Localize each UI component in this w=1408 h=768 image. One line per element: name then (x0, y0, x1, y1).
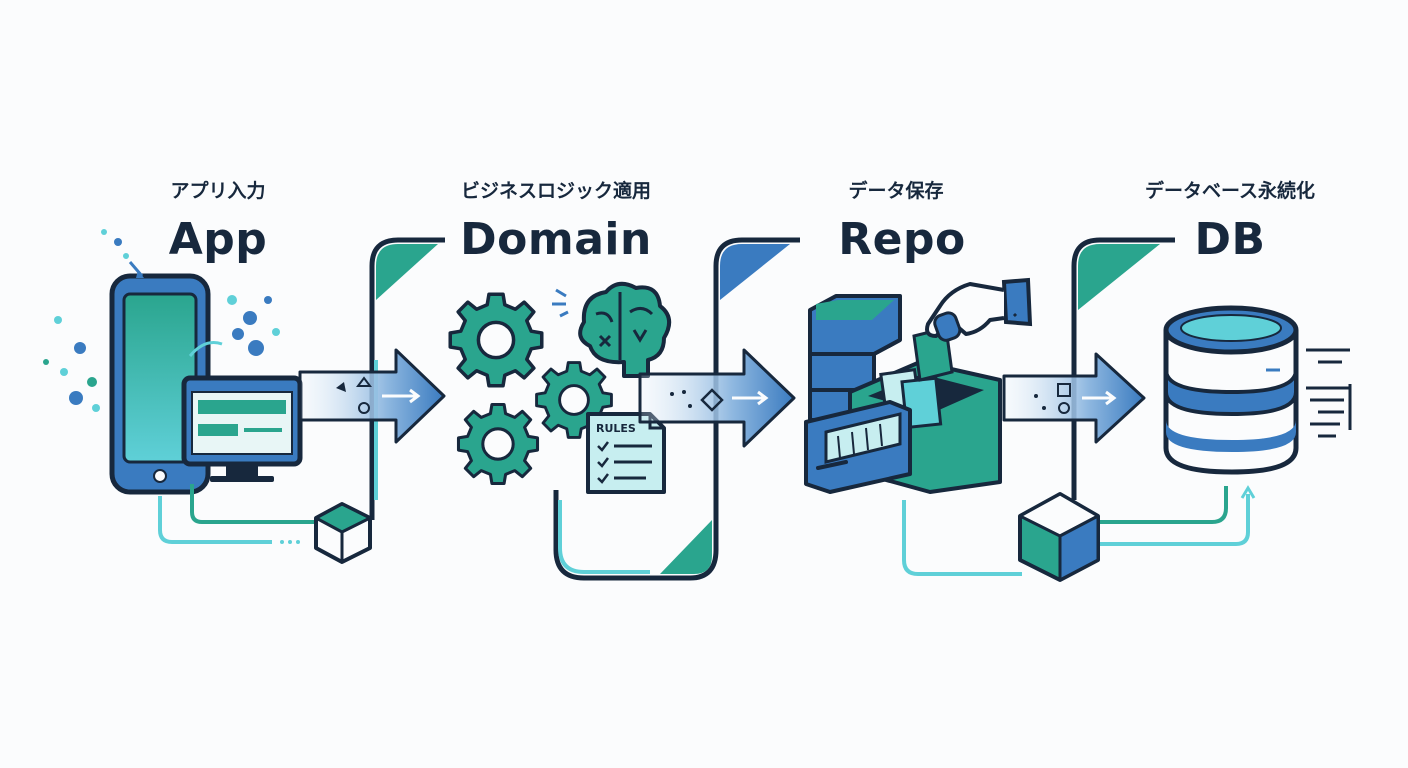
cube-icon (314, 502, 372, 564)
connector-domain-repo (553, 237, 800, 581)
data-lines-icon (1306, 348, 1352, 438)
file-cabinet-icon (804, 326, 1002, 494)
connector-repo-db (1071, 237, 1175, 500)
input-particles-icon (43, 229, 280, 412)
database-icon (1163, 305, 1299, 475)
gear-icon (448, 292, 544, 388)
feedback-loop-repo (902, 485, 1256, 576)
rules-document-icon: RULES (586, 412, 666, 494)
repo-subtitle: データ保存 (848, 180, 944, 202)
cube-icon-2 (1018, 492, 1100, 582)
repo-title: Repo (838, 214, 966, 265)
db-title: DB (1194, 214, 1266, 265)
hand-icon (925, 277, 1033, 342)
arrow-repo-to-db (1002, 352, 1146, 444)
feedback-loop-app (158, 484, 318, 544)
gear-icon-3 (456, 402, 540, 486)
domain-subtitle: ビジネスロジック適用 (460, 180, 651, 202)
rules-label: RULES (596, 422, 636, 435)
db-subtitle: データベース永続化 (1144, 180, 1316, 202)
arrow-app-to-domain (298, 348, 446, 444)
desktop-monitor-icon (181, 375, 303, 482)
app-subtitle: アプリ入力 (170, 180, 266, 202)
app-title: App (168, 214, 268, 265)
brain-icon (552, 281, 672, 378)
domain-title: Domain (460, 214, 652, 265)
arrow-domain-to-repo (638, 348, 796, 448)
